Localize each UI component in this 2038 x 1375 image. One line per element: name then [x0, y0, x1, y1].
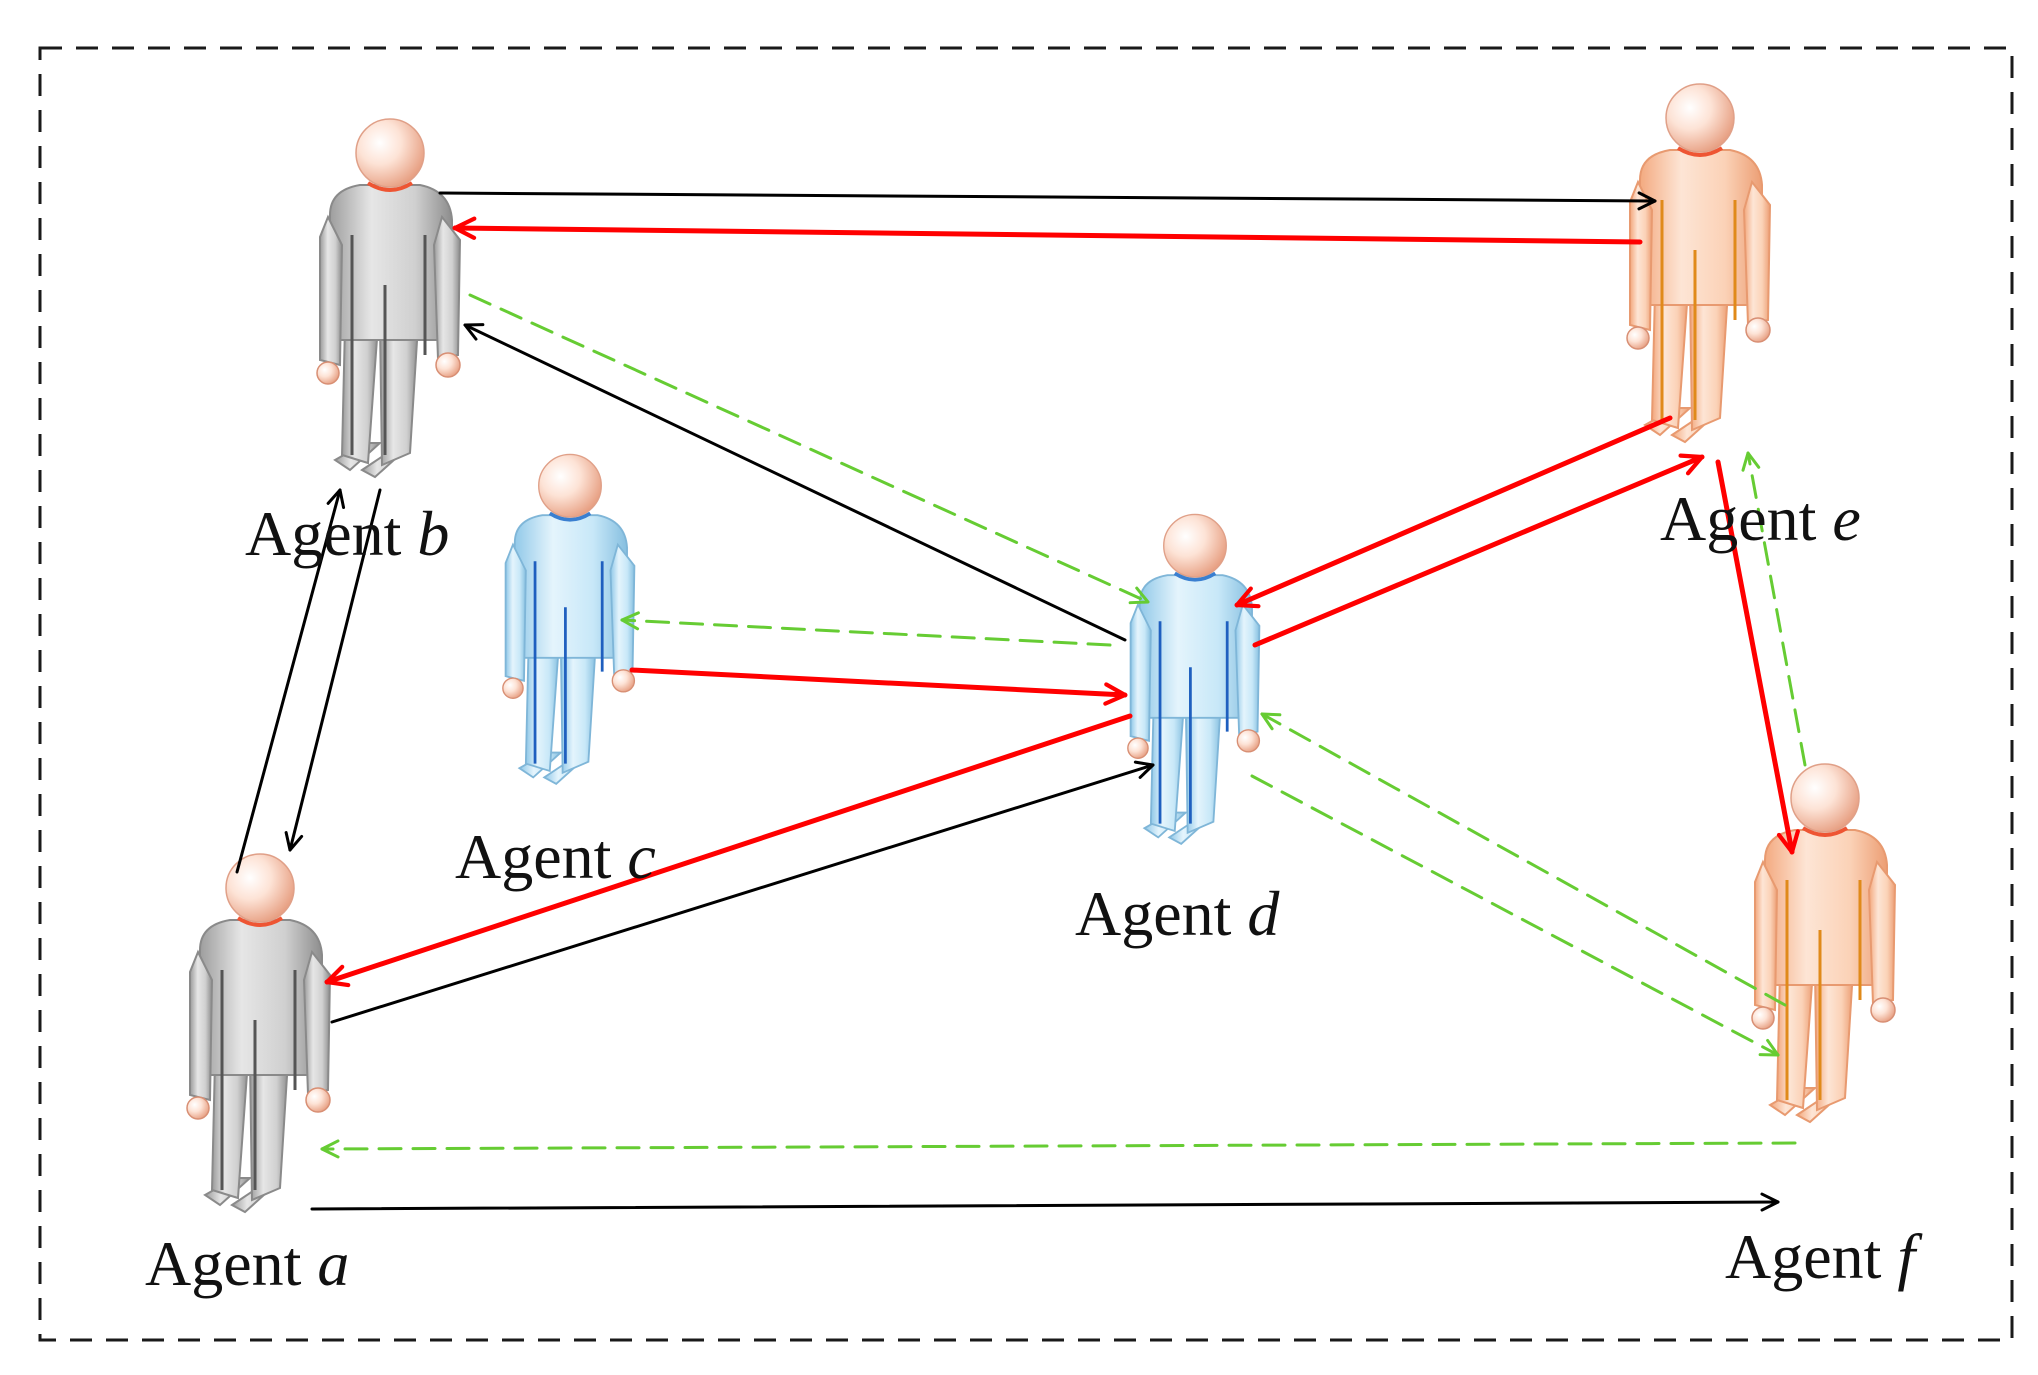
agent-d-label-word: Agent: [1075, 878, 1232, 949]
link-black-a-to-d: [330, 760, 1155, 1024]
link-green-b-to-d: [468, 293, 1150, 605]
agent-b-label: Agent b: [245, 498, 449, 569]
agent-e-figure: [1626, 83, 1772, 444]
agent-f-label: Agent f: [1725, 1221, 1923, 1292]
agent-d-label: Agent d: [1075, 878, 1280, 949]
link-red-d-to-a: [324, 713, 1133, 988]
agent-f-figure: [1751, 763, 1897, 1124]
agent-e-label: Agent e: [1660, 483, 1861, 554]
agent-a-label: Agent a: [145, 1228, 349, 1299]
agent-figures: [186, 83, 1897, 1214]
link-black-a-to-b: [235, 488, 346, 874]
link-black-a-to-f: [310, 1192, 1780, 1212]
agent-c-label: Agent c: [455, 821, 656, 892]
link-red-c-to-d: [629, 667, 1128, 706]
link-red-e-to-b: [452, 216, 1643, 245]
agent-a-figure: [186, 853, 332, 1214]
link-green-d-to-c: [620, 611, 1112, 647]
agent-b-label-word: Agent: [245, 498, 402, 569]
agent-f-label-word: Agent: [1725, 1221, 1882, 1292]
link-black-d-to-b: [463, 323, 1127, 642]
agent-a-label-word: Agent: [145, 1228, 302, 1299]
link-black-b-to-a: [284, 488, 382, 852]
agent-d-label-letter: d: [1247, 878, 1280, 949]
link-red-d-to-e: [1252, 453, 1705, 648]
agent-e-label-word: Agent: [1660, 483, 1817, 554]
agent-c-label-word: Agent: [455, 821, 612, 892]
link-red-e-to-d: [1234, 415, 1673, 609]
agent-c-figure: [502, 453, 636, 785]
link-green-f-to-d: [1260, 712, 1787, 1007]
agent-f-label-letter: f: [1897, 1221, 1923, 1292]
agent-b-label-letter: b: [417, 498, 449, 569]
link-black-b-to-e: [438, 191, 1657, 211]
agent-d-figure: [1127, 513, 1261, 845]
agent-a-label-letter: a: [317, 1228, 349, 1299]
agent-c-label-letter: c: [627, 821, 655, 892]
agent-links: [235, 191, 1807, 1212]
agent-b-figure: [316, 118, 462, 479]
frame-border: [38, 46, 2014, 1342]
link-red-e-to-f: [1715, 459, 1800, 855]
link-green-f-to-a: [320, 1139, 1797, 1159]
agent-e-label-letter: e: [1832, 483, 1860, 554]
link-green-d-to-f: [1250, 774, 1780, 1057]
link-green-f-to-e: [1741, 451, 1807, 767]
